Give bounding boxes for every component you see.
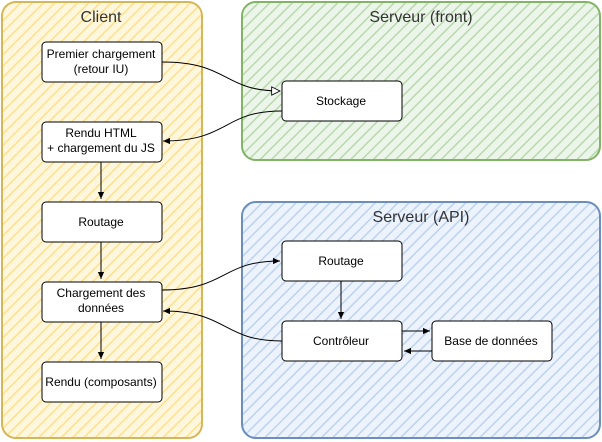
- edge-premier-to-stockage: [161, 61, 280, 91]
- group-client-title: Client: [81, 9, 122, 26]
- node-stockage[interactable]: Stockage: [281, 80, 403, 122]
- node-controleur-box: [281, 320, 403, 362]
- node-rendu-html-box: [41, 121, 163, 163]
- group-api: Serveur (API): [241, 201, 601, 439]
- node-rendu-composants[interactable]: Rendu (composants): [41, 361, 163, 403]
- node-stockage-label: Stockage: [316, 94, 366, 108]
- node-premier-chargement-line1: Premier chargement: [47, 47, 156, 61]
- node-base-de-donnees-label: Base de données: [444, 334, 537, 348]
- edge-stockage-to-rendu-html: [162, 110, 283, 145]
- node-premier-chargement-box: [41, 41, 163, 83]
- node-routage-api-label: Routage: [318, 254, 364, 268]
- group-front-title: Serveur (front): [369, 9, 472, 26]
- edge-chargement-to-routage-api: [160, 257, 281, 291]
- node-chargement-donnees-line2: données: [78, 301, 124, 315]
- node-routage-client[interactable]: Routage: [41, 201, 163, 243]
- node-rendu-html[interactable]: Rendu HTML + chargement du JS: [41, 121, 163, 163]
- node-routage-client-box: [41, 201, 163, 243]
- node-chargement-donnees-box: [41, 281, 163, 323]
- node-stockage-box: [281, 80, 403, 122]
- node-rendu-composants-label: Rendu (composants): [45, 375, 156, 389]
- node-chargement-donnees[interactable]: Chargement des données: [41, 281, 163, 323]
- edge-controleur-to-chargement: [162, 307, 283, 342]
- node-rendu-composants-box: [41, 361, 163, 403]
- node-controleur[interactable]: Contrôleur: [281, 320, 403, 362]
- node-base-de-donnees[interactable]: Base de données: [431, 320, 553, 362]
- node-premier-chargement-line2: (retour IU): [74, 62, 129, 76]
- edges: [97, 61, 432, 359]
- group-api-title: Serveur (API): [373, 209, 470, 226]
- node-routage-api[interactable]: Routage: [281, 240, 403, 282]
- node-premier-chargement[interactable]: Premier chargement (retour IU): [41, 41, 163, 83]
- node-rendu-html-line1: Rendu HTML: [65, 126, 137, 140]
- group-api-frame: [241, 201, 601, 439]
- node-routage-api-box: [281, 240, 403, 282]
- node-chargement-donnees-line1: Chargement des: [57, 286, 146, 300]
- node-rendu-html-line2: + chargement du JS: [47, 141, 155, 155]
- node-base-de-donnees-box: [431, 320, 553, 362]
- node-controleur-label: Contrôleur: [313, 334, 369, 348]
- node-routage-client-label: Routage: [78, 215, 124, 229]
